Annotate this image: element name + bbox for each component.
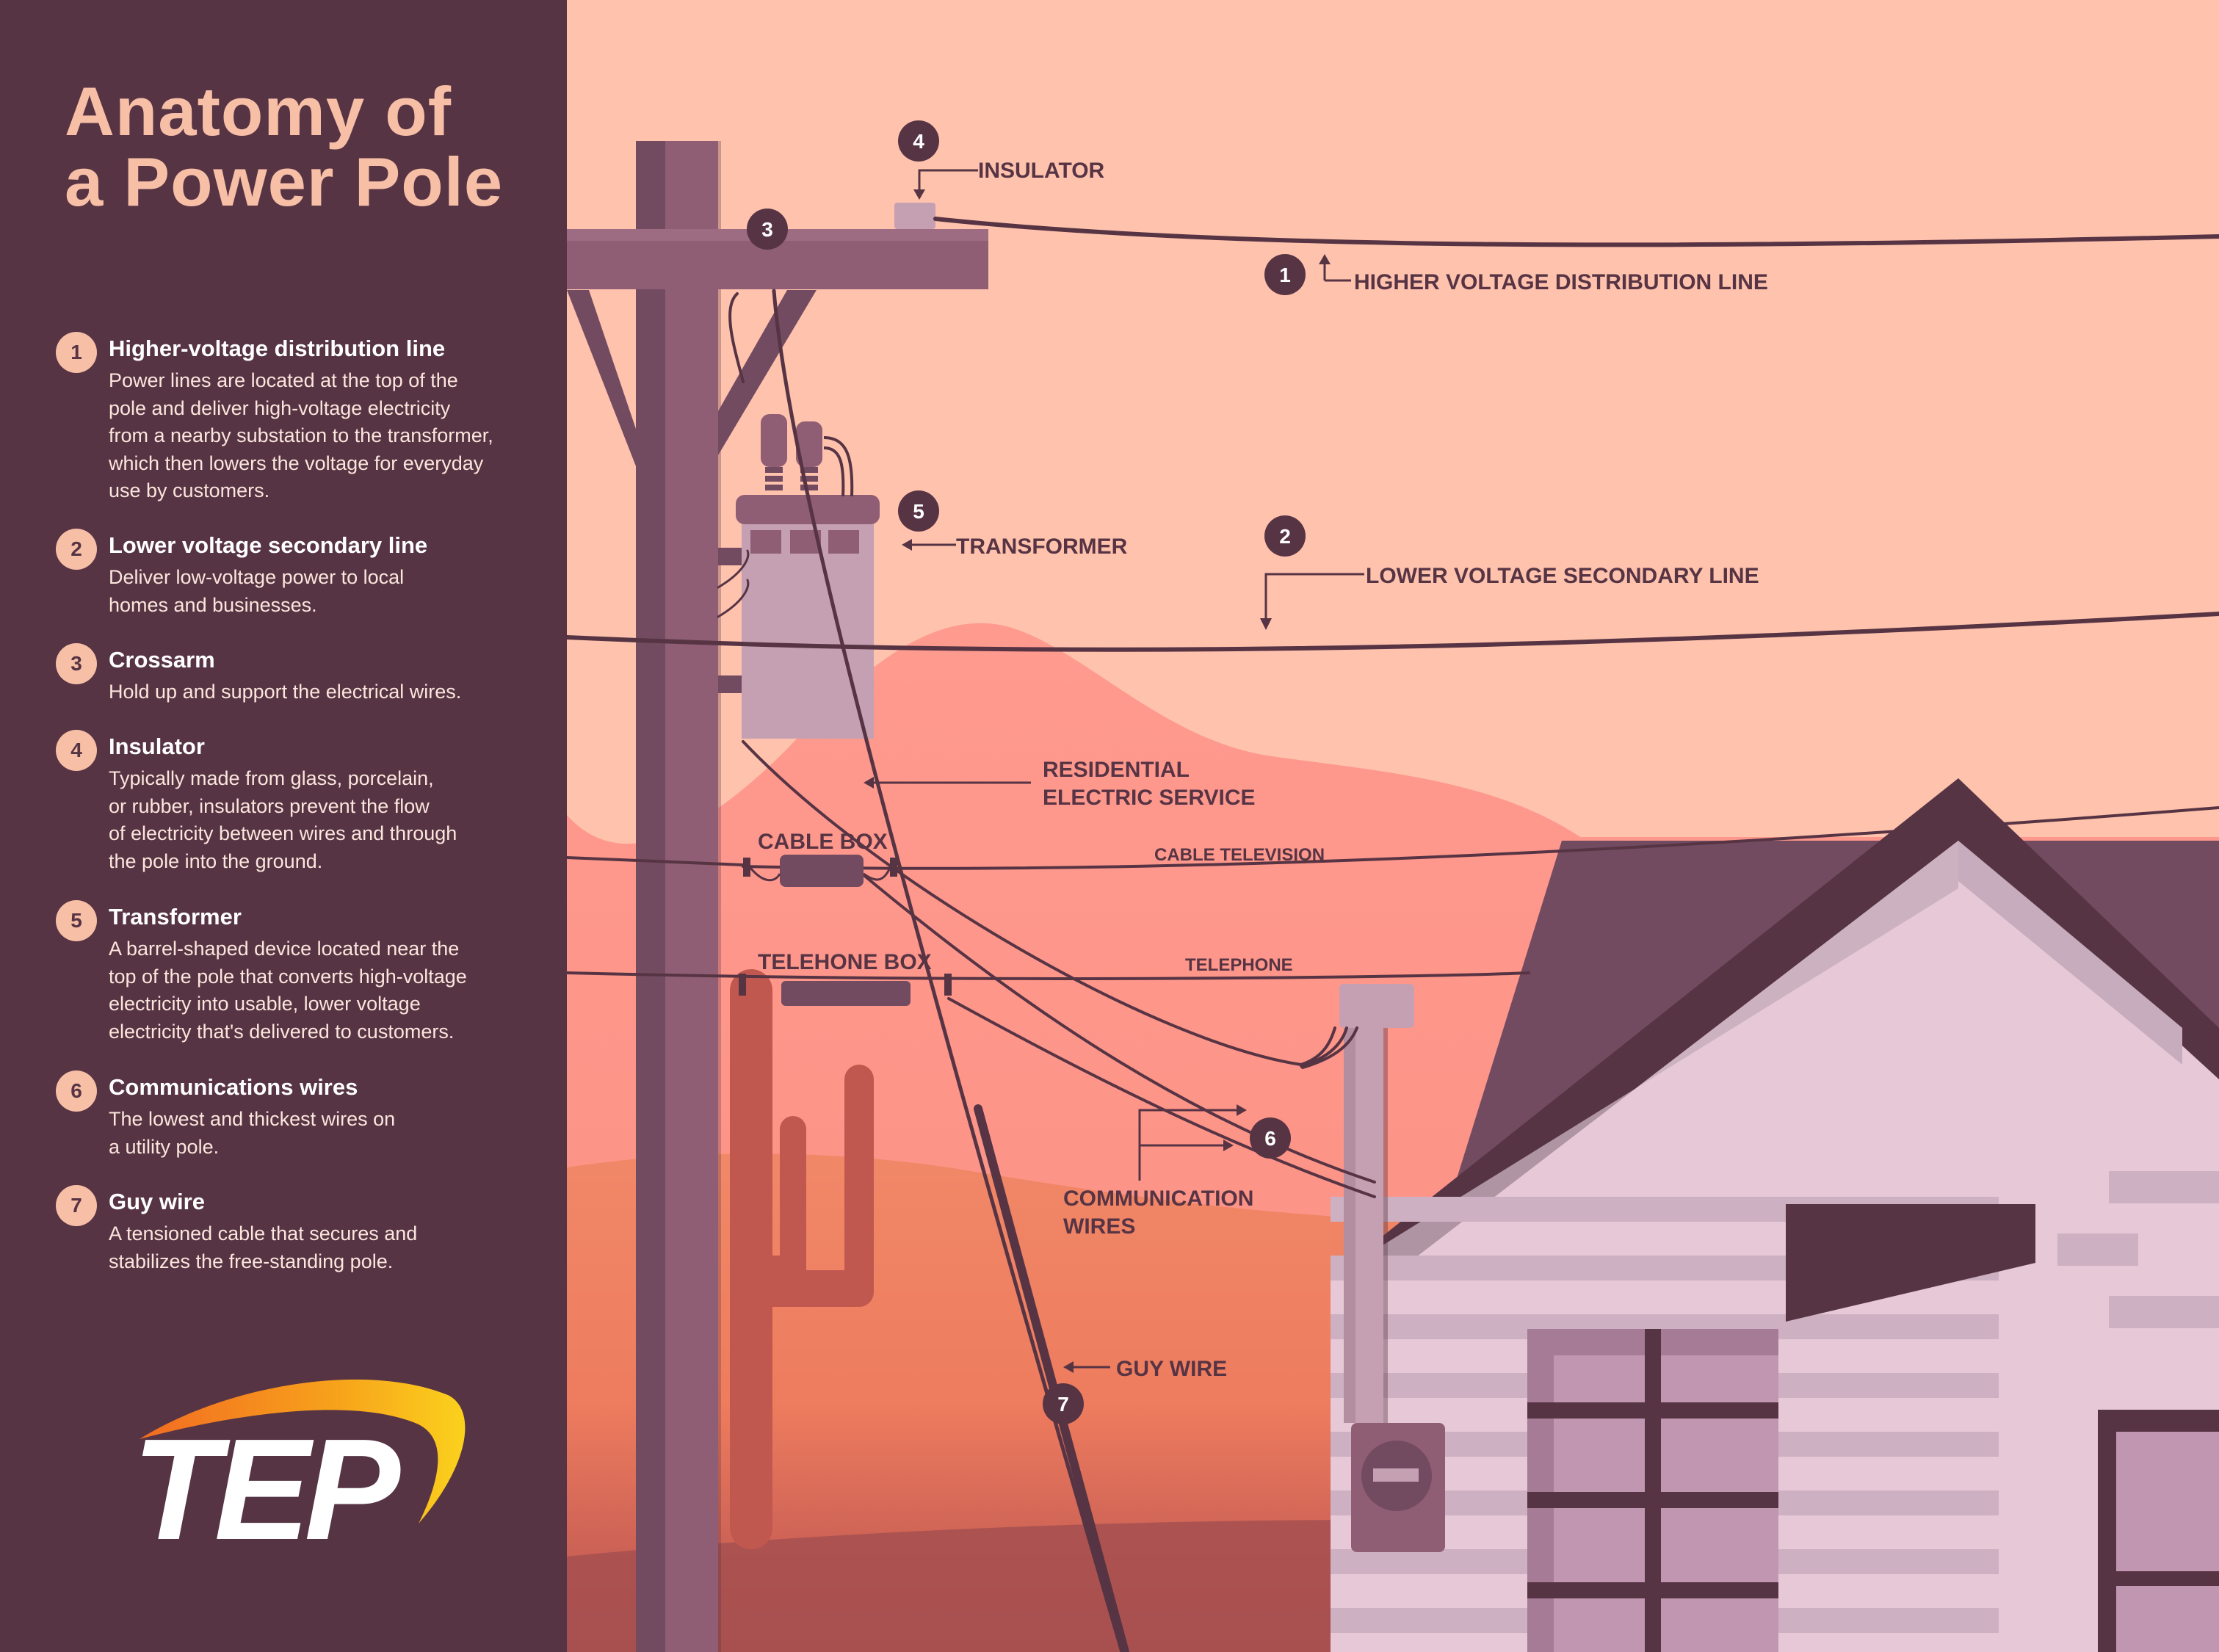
legend-description: Typically made from glass, porcelain, or… [109, 767, 457, 872]
legend-description: The lowest and thickest wires on a utili… [109, 1108, 396, 1158]
page-title: Anatomy of a Power Pole [65, 76, 503, 217]
legend-number-badge: 5 [56, 900, 97, 941]
label-residential-line-2: ELECTRIC SERVICE [1043, 786, 1256, 810]
legend-heading: Crossarm [109, 647, 215, 673]
label-residential-line-1: RESIDENTIAL [1043, 758, 1190, 782]
electric-meter-icon [1351, 1423, 1445, 1552]
logo-swoosh-icon [140, 1379, 466, 1524]
legend-description: Power lines are located at the top of th… [109, 369, 493, 501]
legend-heading: Insulator [109, 733, 205, 759]
marker-2-label: 2 [1279, 525, 1291, 548]
legend-heading: Transformer [109, 904, 242, 930]
marker-6: 6 [1250, 1117, 1291, 1159]
legend-sidebar: Anatomy of a Power Pole 1 Higher-voltage… [0, 0, 567, 1652]
tep-logo: TEP [125, 1369, 477, 1575]
marker-3-label: 3 [761, 218, 773, 241]
label-communication-line-1: COMMUNICATION [1063, 1187, 1253, 1211]
label-secondary-line: LOWER VOLTAGE SECONDARY LINE [1366, 564, 1759, 588]
house-window [1527, 1329, 1778, 1652]
cactus-icon [730, 969, 874, 1549]
marker-6-label: 6 [1264, 1127, 1276, 1150]
legend-heading: Lower voltage secondary line [109, 532, 428, 558]
house-icon [1331, 778, 2219, 1652]
logo-text: TEP [132, 1409, 400, 1570]
legend-number-badge: 6 [56, 1070, 97, 1112]
title-line-2: a Power Pole [65, 143, 504, 220]
arrowheads [864, 189, 1331, 1373]
power-lines [567, 217, 2219, 1652]
utility-pole [636, 141, 721, 1652]
marker-5-label: 5 [913, 500, 924, 523]
diagram-canvas: 3 4 1 5 2 6 7 INSULATOR HIGHER VOL [567, 120, 2219, 1652]
marker-1-label: 1 [1279, 264, 1291, 286]
marker-4: 4 [898, 120, 939, 162]
power-pole-diagram: 3 4 1 5 2 6 7 INSULATOR HIGHER VOL [567, 0, 2219, 1652]
label-transformer: TRANSFORMER [956, 535, 1128, 559]
marker-4-label: 4 [913, 130, 924, 153]
service-mast [1339, 984, 1414, 1424]
marker-5: 5 [898, 490, 939, 532]
marker-2: 2 [1264, 515, 1306, 557]
marker-1: 1 [1264, 254, 1306, 295]
legend-heading: Guy wire [109, 1189, 205, 1214]
telephone-box-icon [739, 974, 952, 1006]
insulator-icon [894, 203, 935, 229]
label-communication-line-2: WIRES [1063, 1214, 1135, 1239]
legend-heading: Higher-voltage distribution line [109, 336, 446, 361]
house-door [2098, 1410, 2219, 1652]
legend-number-badge: 3 [56, 643, 97, 684]
label-guy-wire: GUY WIRE [1116, 1357, 1227, 1381]
legend-heading: Communications wires [109, 1074, 358, 1100]
legend-description: Hold up and support the electrical wires… [109, 681, 462, 703]
label-telephone: TELEPHONE [1185, 955, 1293, 975]
legend-description: A tensioned cable that secures and stabi… [109, 1222, 418, 1272]
marker-7: 7 [1043, 1383, 1084, 1424]
marker-7-label: 7 [1057, 1393, 1069, 1416]
label-cable-box: CABLE BOX [758, 830, 888, 854]
callout-arrows [868, 169, 1364, 1369]
label-telephone-box: TELEHONE BOX [758, 950, 932, 974]
legend-number-badge: 4 [56, 730, 97, 771]
label-cable-television: CABLE TELEVISION [1154, 845, 1325, 865]
transformer-icon [736, 414, 880, 739]
legend-description: A barrel-shaped device located near the … [109, 938, 467, 1043]
title-line-1: Anatomy of [65, 73, 452, 150]
legend-number-badge: 7 [56, 1185, 97, 1226]
label-high-voltage-line: HIGHER VOLTAGE DISTRIBUTION LINE [1354, 270, 1768, 294]
legend-description: Deliver low-voltage power to local homes… [109, 566, 405, 616]
label-insulator: INSULATOR [978, 159, 1105, 183]
legend-number-badge: 2 [56, 529, 97, 570]
marker-3: 3 [747, 209, 788, 250]
legend-number-badge: 1 [56, 332, 97, 373]
cable-box-icon [743, 855, 897, 887]
